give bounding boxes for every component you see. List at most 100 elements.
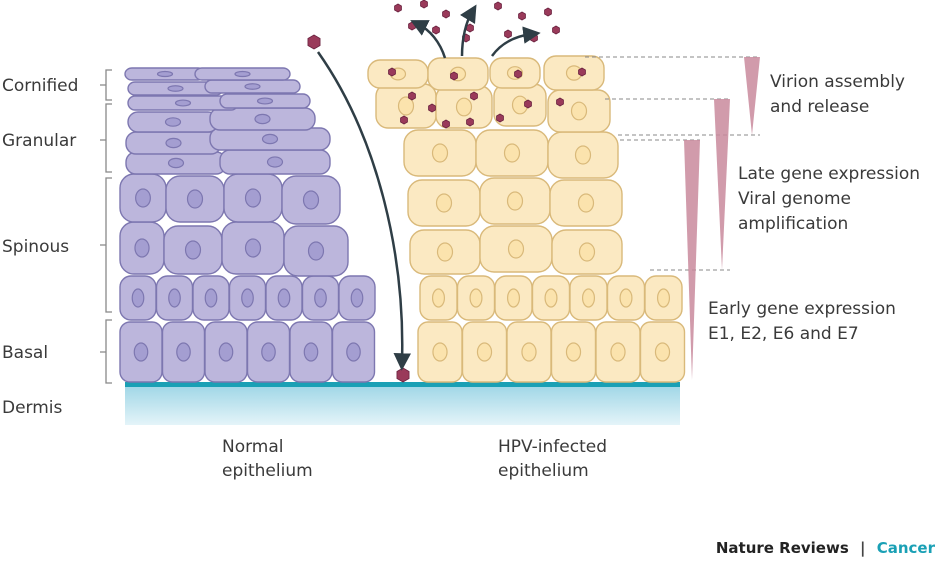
nucleus bbox=[133, 342, 149, 362]
nucleus bbox=[521, 342, 537, 362]
label-dermis: Dermis bbox=[2, 398, 63, 418]
hpv-upper-cell bbox=[493, 83, 547, 127]
normal-cornified-cell bbox=[194, 67, 291, 81]
hpv-spinous-cell bbox=[494, 275, 533, 321]
nucleus bbox=[619, 288, 633, 308]
stage-late-3: amplification bbox=[738, 214, 848, 234]
nucleus bbox=[574, 145, 592, 165]
normal-granular-cell bbox=[125, 131, 222, 155]
hpv-spinous-cell bbox=[551, 229, 623, 275]
hpv-spinous-cell bbox=[407, 179, 481, 227]
nucleus bbox=[167, 85, 184, 92]
nucleus bbox=[432, 342, 448, 362]
normal-granular-cell bbox=[209, 107, 316, 131]
hpv-label-line2: epithelium bbox=[498, 461, 589, 481]
normal-spinous-cell bbox=[223, 173, 283, 223]
nucleus bbox=[254, 113, 271, 125]
hpv-spinous-cell bbox=[644, 275, 683, 321]
nucleus bbox=[307, 241, 325, 261]
virion-particle bbox=[307, 34, 321, 50]
nucleus bbox=[397, 96, 415, 116]
nucleus bbox=[303, 342, 319, 362]
normal-cornified-cell bbox=[219, 93, 311, 109]
dermis-band bbox=[125, 385, 680, 425]
normal-basal-cell bbox=[331, 321, 376, 383]
hpv-spinous-cell bbox=[531, 275, 571, 321]
virion-particle bbox=[470, 91, 478, 101]
nucleus bbox=[165, 137, 182, 149]
hpv-basal-cell bbox=[595, 321, 641, 383]
normal-spinous-cell bbox=[228, 275, 267, 321]
virion-particle bbox=[396, 367, 410, 383]
hpv-basal-cell bbox=[417, 321, 463, 383]
normal-spinous-cell bbox=[221, 221, 285, 275]
virion-particle bbox=[496, 113, 504, 123]
virion-particle bbox=[494, 1, 502, 11]
normal-granular-cell bbox=[127, 111, 219, 133]
virion-particle bbox=[428, 103, 436, 113]
nucleus bbox=[455, 97, 473, 117]
virion-particle bbox=[578, 67, 586, 77]
nucleus bbox=[244, 188, 262, 208]
hpv-spinous-cell bbox=[409, 229, 481, 275]
normal-basal-cell bbox=[246, 321, 291, 383]
virion-particle bbox=[518, 11, 526, 21]
nucleus bbox=[302, 190, 320, 210]
nucleus bbox=[435, 193, 453, 213]
nucleus bbox=[176, 342, 191, 362]
nucleus bbox=[565, 342, 582, 362]
nucleus bbox=[506, 191, 524, 211]
normal-epithelium bbox=[119, 67, 376, 383]
virion-particle bbox=[400, 115, 408, 125]
hpv-spinous-cell bbox=[419, 275, 458, 321]
hpv-basal-cell bbox=[639, 321, 686, 383]
virion-particle bbox=[450, 71, 458, 81]
nucleus bbox=[234, 70, 251, 78]
normal-spinous-cell bbox=[119, 221, 165, 275]
nucleus bbox=[581, 288, 596, 308]
normal-label-line1: Normal bbox=[222, 437, 284, 457]
normal-cornified-cell bbox=[204, 79, 301, 94]
nucleus bbox=[578, 242, 596, 262]
journal-section: Cancer bbox=[877, 539, 936, 557]
normal-spinous-cell bbox=[301, 275, 340, 321]
nucleus bbox=[134, 238, 150, 258]
virion-particle bbox=[466, 23, 474, 33]
nucleus bbox=[261, 133, 279, 145]
hpv-upper-cell bbox=[543, 55, 605, 91]
nucleus bbox=[506, 288, 521, 308]
release-arrow-2 bbox=[459, 4, 477, 57]
nucleus bbox=[654, 342, 671, 362]
normal-spinous-cell bbox=[281, 175, 341, 225]
nucleus bbox=[431, 143, 449, 163]
nucleus bbox=[204, 288, 218, 308]
basement-membrane bbox=[125, 382, 680, 387]
nucleus bbox=[431, 288, 446, 308]
nucleus bbox=[186, 189, 204, 209]
nucleus bbox=[218, 342, 234, 362]
normal-spinous-cell bbox=[192, 275, 230, 321]
normal-spinous-cell bbox=[283, 225, 349, 277]
nucleus bbox=[469, 288, 483, 308]
normal-basal-cell bbox=[204, 321, 248, 383]
hpv-upper-cell bbox=[367, 59, 429, 89]
normal-spinous-cell bbox=[163, 225, 223, 275]
stage-late-2: Viral genome bbox=[738, 189, 851, 209]
normal-spinous-cell bbox=[338, 275, 376, 321]
nucleus bbox=[544, 288, 558, 308]
virion-particle bbox=[514, 69, 522, 79]
layer-brackets bbox=[100, 69, 112, 384]
normal-spinous-cell bbox=[119, 173, 167, 223]
nucleus bbox=[184, 240, 202, 260]
nucleus bbox=[244, 238, 262, 258]
nucleus bbox=[346, 342, 361, 362]
stage-virion-2: and release bbox=[770, 97, 869, 117]
normal-basal-cell bbox=[161, 321, 206, 383]
virion-particle bbox=[524, 99, 532, 109]
nucleus bbox=[610, 342, 626, 362]
journal-separator: | bbox=[860, 539, 865, 558]
hpv-basal-cell bbox=[506, 321, 552, 383]
hpv-spinous-cell bbox=[549, 179, 623, 227]
hpv-spinous-cell bbox=[569, 275, 608, 321]
virion-particle bbox=[556, 97, 564, 107]
